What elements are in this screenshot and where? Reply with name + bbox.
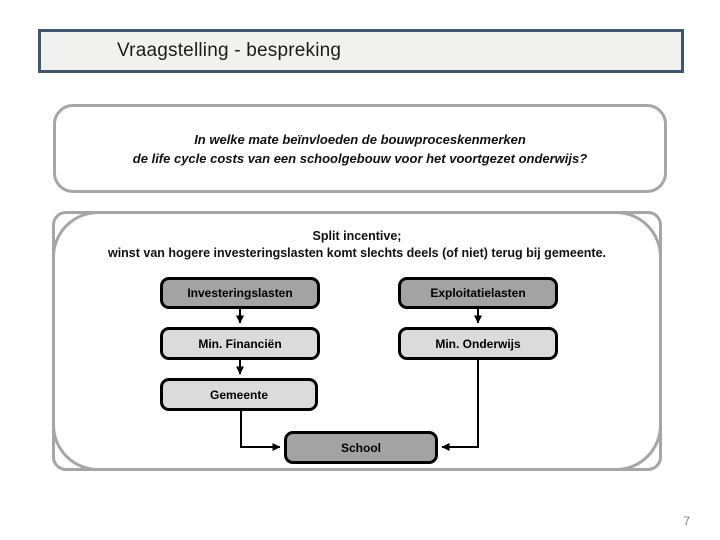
research-question-box: In welke mate beïnvloeden de bouwprocesk… (53, 104, 667, 193)
flow-node-investeringslasten: Investeringslasten (160, 277, 320, 309)
flow-node-gemeente: Gemeente (160, 378, 318, 411)
split-line-2: winst van hogere investeringslasten komt… (107, 246, 607, 260)
flow-node-min-onderwijs: Min. Onderwijs (398, 327, 558, 360)
flow-node-school: School (284, 431, 438, 464)
flow-node-min-financien: Min. Financiën (160, 327, 320, 360)
slide-title-bar: Vraagstelling - bespreking (38, 29, 684, 73)
split-incentive-text: Split incentive; winst van hogere invest… (52, 228, 662, 262)
question-line-2: de life cycle costs van een schoolgebouw… (132, 150, 588, 166)
slide-title: Vraagstelling - bespreking (117, 40, 342, 61)
split-line-1: Split incentive; (312, 229, 402, 243)
flow-node-exploitatielasten: Exploitatielasten (398, 277, 558, 309)
question-line-1: In welke mate beïnvloeden de bouwprocesk… (194, 131, 526, 147)
page-number: 7 (683, 514, 690, 528)
